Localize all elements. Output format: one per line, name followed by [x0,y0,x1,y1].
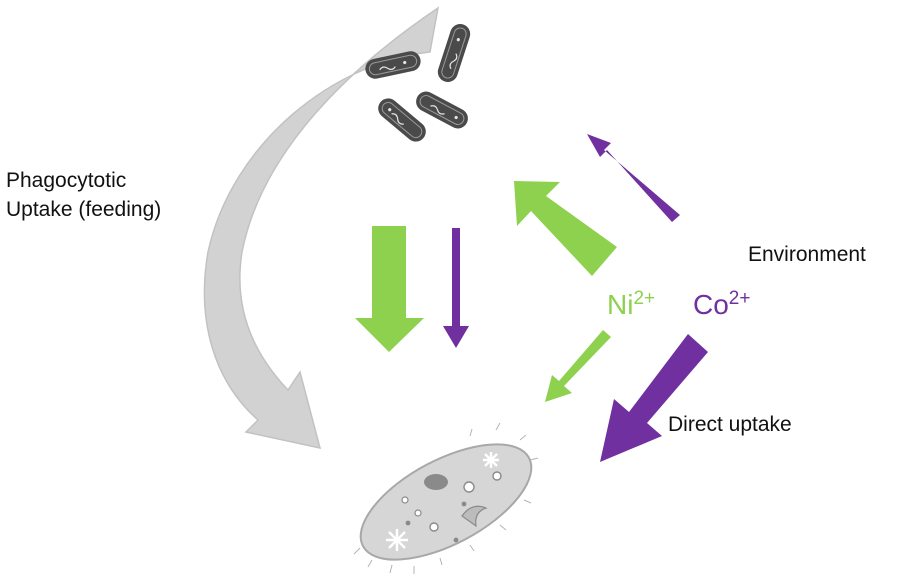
bacterium [378,98,426,142]
cobalt-charge: 2+ [728,288,751,309]
feeding-arrow-body [203,6,440,449]
phagocytotic-label-line1: Phagocytotic [6,169,127,192]
ni-direct-arrow [545,330,611,402]
protist-cell [353,422,539,574]
bacteria-cluster [365,23,471,142]
bacterium [416,91,468,129]
cobalt-symbol: Co [693,289,729,320]
environment-label: Environment [748,243,866,266]
nickel-symbol: Ni [607,289,634,320]
phagocytotic-label-line2: Uptake (feeding) [6,198,162,221]
phagocytotic-label: Phagocytotic Uptake (feeding) [6,166,161,224]
co-down-arrow [443,228,469,348]
bacterium [437,23,471,83]
co-up-arrow [587,134,680,222]
phagocytotic-arrow [203,6,440,449]
co-direct-arrow [600,334,708,462]
direct-uptake-label: Direct uptake [668,413,792,436]
bacterium [365,51,421,79]
ni-down-arrow [355,226,424,352]
nickel-charge: 2+ [633,288,656,309]
cobalt-ion-label: Co2+ [693,283,750,321]
nickel-ion-label: Ni2+ [607,283,655,321]
ni-up-arrow [514,181,617,276]
